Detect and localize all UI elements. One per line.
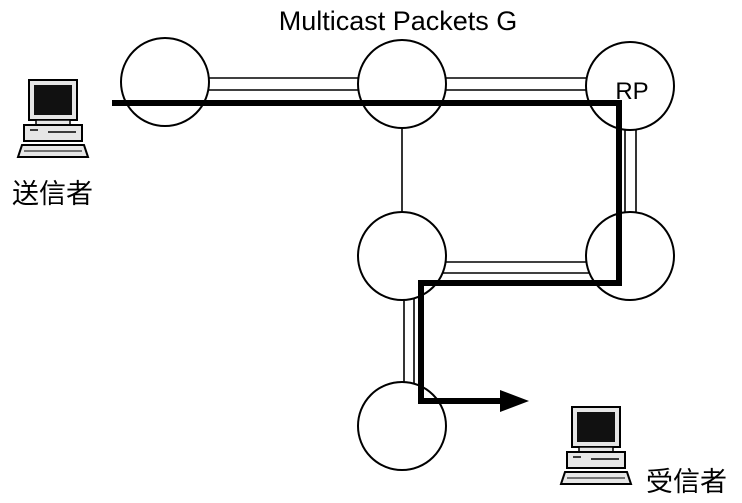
router-2	[357, 39, 447, 129]
sender-label: 送信者	[12, 179, 93, 210]
sender-computer-icon	[16, 79, 90, 158]
router-rp	[585, 41, 675, 131]
router-3	[357, 211, 447, 301]
router-5	[357, 381, 447, 471]
receiver-computer-icon	[559, 406, 633, 485]
router-1	[120, 37, 210, 127]
network-links	[205, 77, 637, 386]
router-4	[585, 211, 675, 301]
receiver-label: 受信者	[646, 467, 727, 498]
arrow-head	[500, 390, 529, 412]
multicast-path	[112, 100, 622, 404]
diagram-title: Multicast Packets G	[279, 6, 518, 36]
